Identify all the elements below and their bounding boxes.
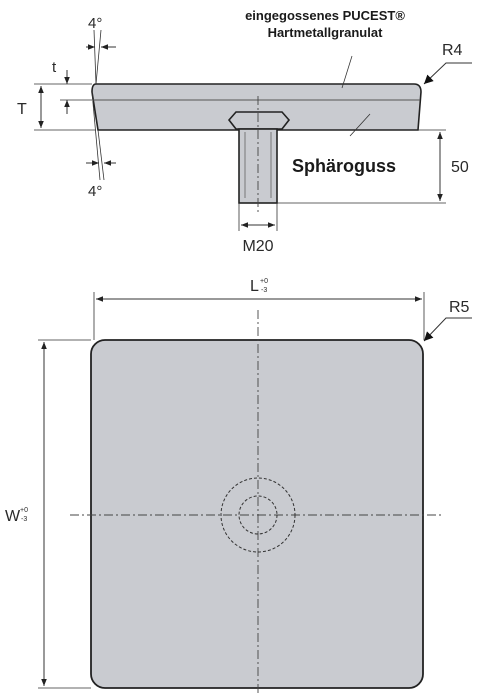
top-view: L +0 -3 R5 W +0 -3 — [5, 278, 472, 695]
angle-top-ext — [93, 29, 97, 85]
bolt-shank-hidden-circle — [238, 495, 278, 535]
height-label: 50 — [451, 159, 469, 176]
r5-label: R5 — [449, 299, 470, 316]
note-line-2: Hartmetallgranulat — [268, 25, 384, 40]
T-label: T — [17, 101, 27, 118]
material-label: Sphäroguss — [292, 156, 396, 176]
length-tol-upper: +0 — [260, 278, 268, 285]
r5-leader — [423, 317, 472, 342]
angle-bottom-label: 4° — [88, 183, 102, 200]
side-view: eingegossenes PUCEST® Hartmetallgranulat… — [17, 8, 472, 255]
plate-top — [90, 339, 424, 689]
r4-leader — [423, 62, 472, 85]
thread-label: M20 — [242, 238, 273, 255]
angle-top-ext — [95, 29, 102, 85]
bolt-head — [227, 111, 291, 130]
r4-label: R4 — [442, 42, 463, 59]
width-tol-upper: +0 — [20, 507, 28, 514]
t-label: t — [52, 59, 57, 76]
note-leader — [341, 55, 353, 89]
note-line-1: eingegossenes PUCEST® — [245, 8, 405, 23]
bolt-head-hidden-circle — [220, 477, 296, 553]
note-leader — [349, 113, 371, 137]
length-label: L — [250, 278, 259, 295]
angle-top-label: 4° — [88, 15, 102, 32]
width-tol-lower: -3 — [21, 516, 27, 523]
length-tol-lower: -3 — [261, 287, 267, 294]
width-label: W — [5, 508, 21, 525]
angle-bottom-ext — [97, 129, 105, 181]
